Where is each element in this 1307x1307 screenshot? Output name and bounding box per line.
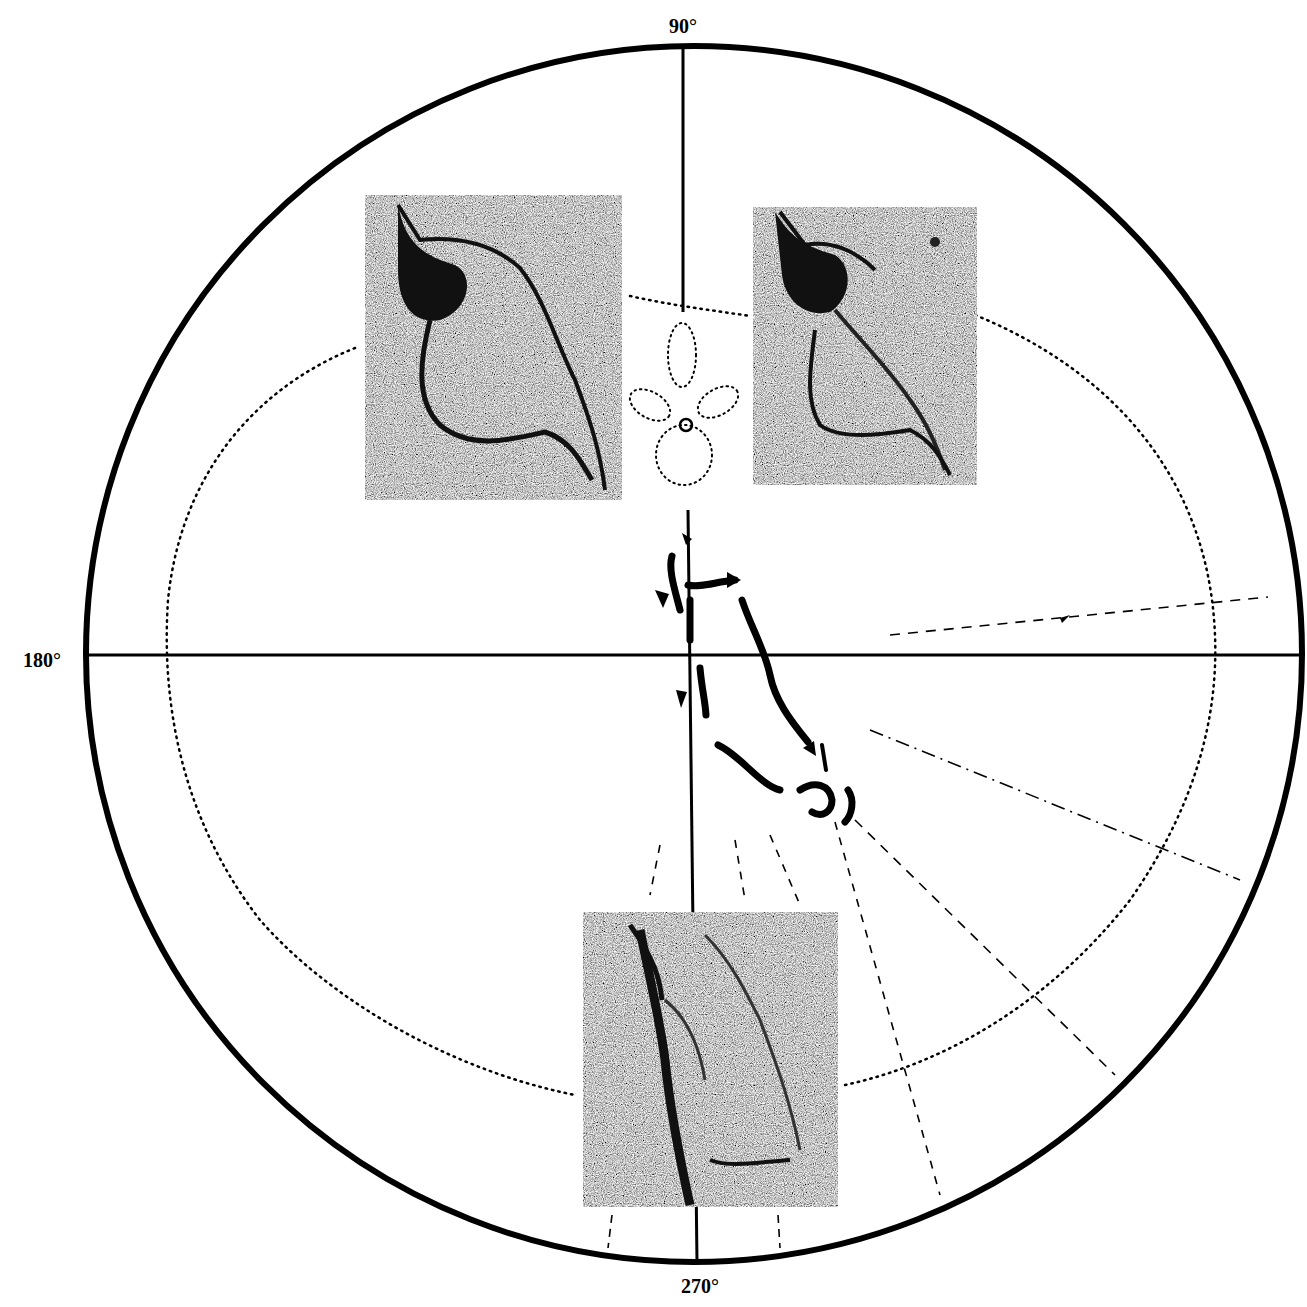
axes [85, 46, 1304, 1262]
photo-inset [365, 195, 622, 500]
trajectory [671, 556, 852, 822]
flower-figure [624, 323, 743, 485]
axis-angle-label: 90° [669, 16, 697, 36]
dashed-rays [608, 597, 1268, 1248]
photo-inset [753, 207, 977, 485]
axis-angle-label: 180° [23, 650, 61, 670]
arrowheads [655, 533, 816, 756]
photo-inset [583, 912, 838, 1207]
axis-angle-label: 270° [681, 1276, 719, 1296]
